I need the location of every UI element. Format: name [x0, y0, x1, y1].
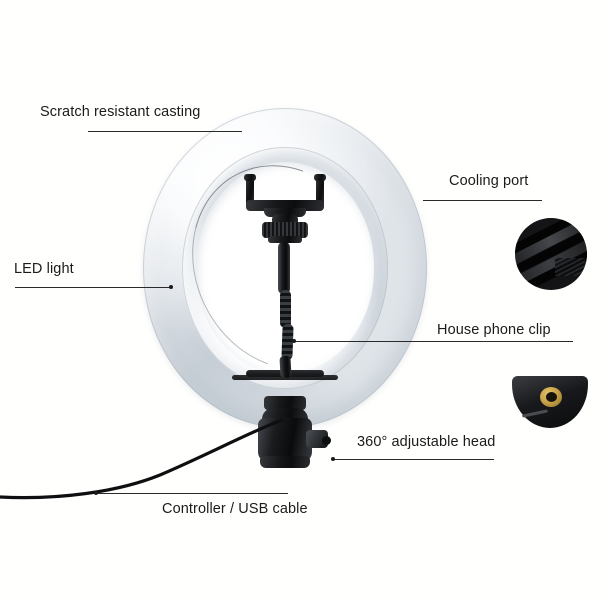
adjustable-head-inset	[512, 372, 588, 432]
label-scratch-resistant-casting: Scratch resistant casting	[40, 104, 201, 120]
label-controller-usb-cable: Controller / USB cable	[162, 501, 308, 517]
ball-head-lock-knob	[322, 436, 331, 445]
usb-cable	[0, 418, 284, 500]
label-led-light: LED light	[14, 261, 74, 277]
leader-adjustable-head	[333, 459, 494, 460]
tripod-screw-hole	[546, 392, 557, 402]
ball-head-lock-lever	[306, 430, 328, 448]
leader-cooling-port	[423, 200, 542, 201]
leader-house-phone-clip	[294, 341, 573, 342]
leader-scratch-resistant-casting	[88, 131, 242, 132]
leader-dot-controller-usb-cable	[94, 491, 98, 495]
leader-led-light	[15, 287, 172, 288]
label-house-phone-clip: House phone clip	[437, 322, 551, 338]
leader-dot-adjustable-head	[331, 457, 335, 461]
leader-controller-usb-cable	[96, 493, 288, 494]
label-cooling-port: Cooling port	[449, 173, 529, 189]
cooling-port-inset	[515, 218, 587, 290]
leader-dot-led-light	[169, 285, 173, 289]
label-adjustable-head: 360° adjustable head	[357, 434, 496, 450]
leader-dot-house-phone-clip	[292, 339, 296, 343]
